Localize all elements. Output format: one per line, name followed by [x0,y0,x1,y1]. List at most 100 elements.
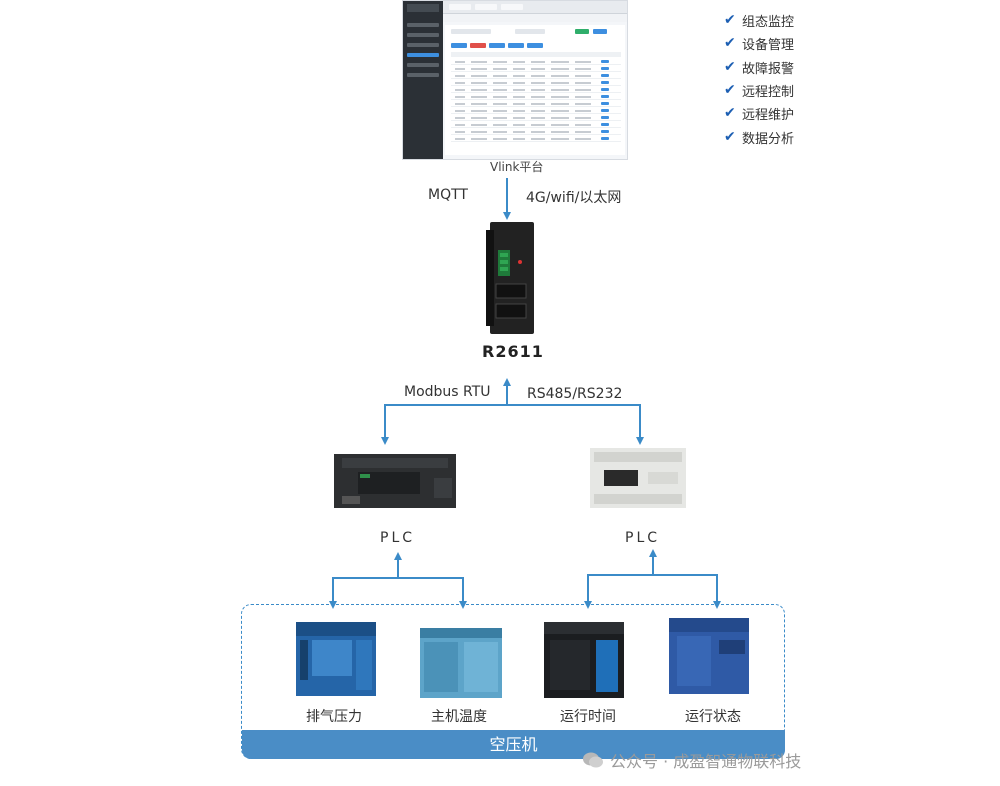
platform-table-cell [455,103,465,105]
feature-label: 设备管理 [742,37,795,53]
check-icon: ✔ [724,129,736,145]
platform-table-cell [513,103,525,105]
platform-sidebar-item [407,43,439,47]
platform-table-cell [531,131,545,133]
feature-item: ✔ 故障报警 [724,57,794,77]
feature-item: ✔ 远程维护 [724,103,794,123]
feature-label: 远程控制 [742,84,795,100]
platform-browser-tab [475,4,497,10]
platform-table-cell [551,110,569,112]
platform-table-cell [471,96,487,98]
platform-table-toggle [601,67,609,70]
platform-table-cell [513,82,525,84]
check-icon: ✔ [724,12,736,28]
platform-action-button [527,43,543,48]
platform-table-row [451,88,621,93]
wechat-icon [583,752,603,768]
platform-table-cell [575,131,591,133]
platform-table-cell [471,110,487,112]
platform-table-cell [471,68,487,70]
platform-table-cell [455,89,465,91]
platform-table-cell [575,117,591,119]
platform-table-cell [531,103,545,105]
platform-table-row [451,109,621,114]
platform-table-cell [471,75,487,77]
platform-address-bar [443,14,627,22]
platform-table-cell [493,68,507,70]
feature-label: 远程维护 [742,107,795,123]
platform-table-cell [493,96,507,98]
platform-table-cell [471,124,487,126]
platform-table-cell [513,75,525,77]
platform-table-toggle [601,130,609,133]
platform-table-cell [513,68,525,70]
platform-table-cell [575,82,591,84]
platform-sidebar-item [407,73,439,77]
platform-table-cell [575,138,591,140]
platform-logo [407,4,439,12]
platform-table-cell [513,131,525,133]
platform-table-row [451,81,621,86]
watermark-text: 公众号 · 成盈智通物联科技 [610,752,802,771]
platform-table-cell [471,138,487,140]
feature-item: ✔ 远程控制 [724,80,794,100]
platform-action-button [470,43,486,48]
platform-table-cell [531,68,545,70]
mqtt-label: MQTT [428,187,468,203]
platform-sidebar-item [407,23,439,27]
platform-table-cell [513,124,525,126]
platform-browser-bar [443,1,627,14]
compressor-4 [669,618,749,694]
platform-sidebar-item-active [407,53,439,57]
platform-table-cell [471,131,487,133]
platform-content [445,25,625,155]
check-icon: ✔ [724,105,736,121]
platform-table-cell [551,61,569,63]
platform-table-cell [455,68,465,70]
platform-table-cell [471,89,487,91]
platform-search-button [575,29,589,34]
platform-browser-tab [449,4,471,10]
platform-table-cell [493,110,507,112]
check-icon: ✔ [724,59,736,75]
platform-table-toggle [601,109,609,112]
platform-table-cell [531,89,545,91]
feature-label: 数据分析 [742,131,795,147]
platform-table-cell [575,103,591,105]
check-icon: ✔ [724,82,736,98]
gateway-plc-bus [384,404,641,440]
platform-filter-field [451,29,491,34]
platform-table-row [451,74,621,79]
platform-action-button [451,43,467,48]
platform-table-toggle [601,88,609,91]
vlink-platform-screenshot [402,0,628,160]
platform-table-cell [513,138,525,140]
zone-banner-title: 空压机 [242,730,785,759]
platform-table-cell [513,110,525,112]
platform-table-cell [531,61,545,63]
platform-table-cell [471,117,487,119]
platform-table-cell [531,138,545,140]
platform-table-cell [551,89,569,91]
platform-table-cell [493,117,507,119]
platform-table-cell [455,110,465,112]
platform-table-row [451,123,621,128]
platform-table-cell [471,61,487,63]
platform-table-cell [531,124,545,126]
platform-filter-field [515,29,545,34]
platform-table-cell [551,75,569,77]
compressor-label-2: 主机温度 [431,709,487,725]
platform-table-cell [455,61,465,63]
platform-table-cell [493,75,507,77]
serial-label: RS485/RS232 [527,386,623,402]
platform-table-cell [551,138,569,140]
platform-table-cell [575,75,591,77]
platform-table-cell [551,103,569,105]
platform-action-button [489,43,505,48]
platform-table-cell [575,124,591,126]
platform-table-cell [513,89,525,91]
platform-table-cell [575,89,591,91]
platform-table-toggle [601,123,609,126]
platform-caption: Vlink平台 [490,160,544,174]
platform-table-cell [455,96,465,98]
